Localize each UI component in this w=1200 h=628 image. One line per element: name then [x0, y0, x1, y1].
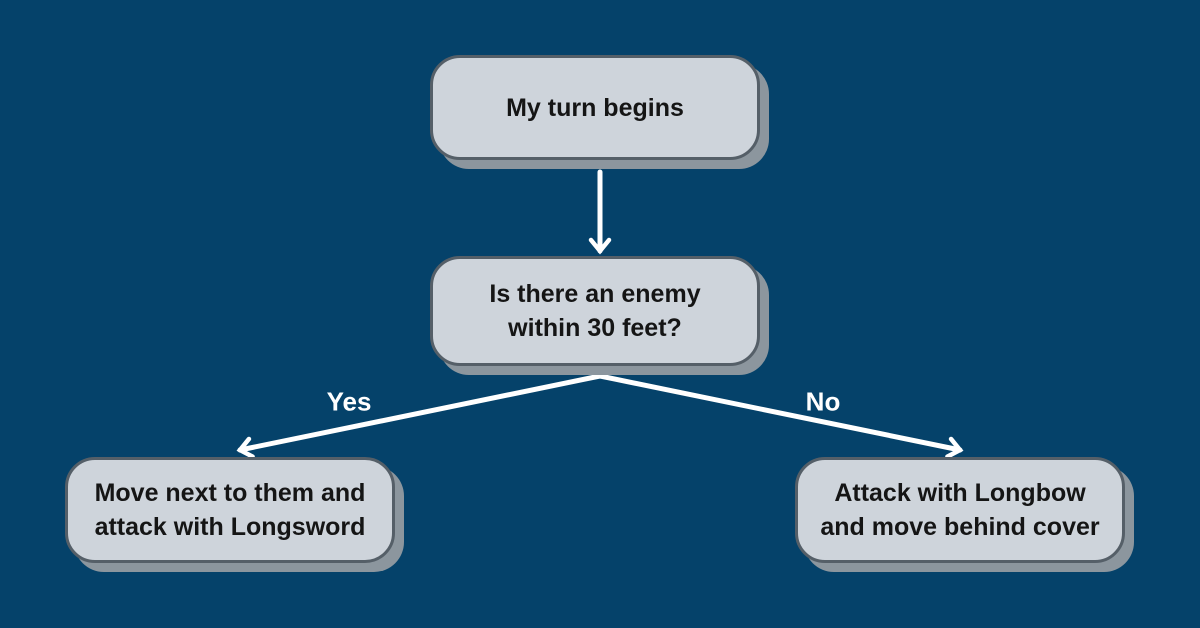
- arrow-decision-no: [597, 373, 964, 459]
- node-yes-action-text-line1: Move next to them and: [94, 479, 366, 507]
- arrow-decision-yes: [236, 373, 603, 459]
- node-no-action-text-line1: Attack with Longbow: [834, 479, 1086, 507]
- node-decision: Is there an enemy within 30 feet?: [430, 256, 760, 366]
- edge-label-no: No: [805, 386, 841, 417]
- node-decision-text-line2: within 30 feet?: [508, 314, 682, 342]
- edge-label-yes: Yes: [326, 386, 372, 417]
- node-no-action: Attack with Longbow and move behind cove…: [795, 457, 1125, 563]
- node-decision-text-line1: Is there an enemy: [489, 280, 701, 308]
- node-start-text: My turn begins: [506, 93, 684, 122]
- node-yes-action: Move next to them and attack with Longsw…: [65, 457, 395, 563]
- node-no-action-text-line2: and move behind cover: [820, 513, 1100, 541]
- node-yes-action-text-line2: attack with Longsword: [94, 513, 366, 541]
- node-start: My turn begins: [430, 55, 760, 160]
